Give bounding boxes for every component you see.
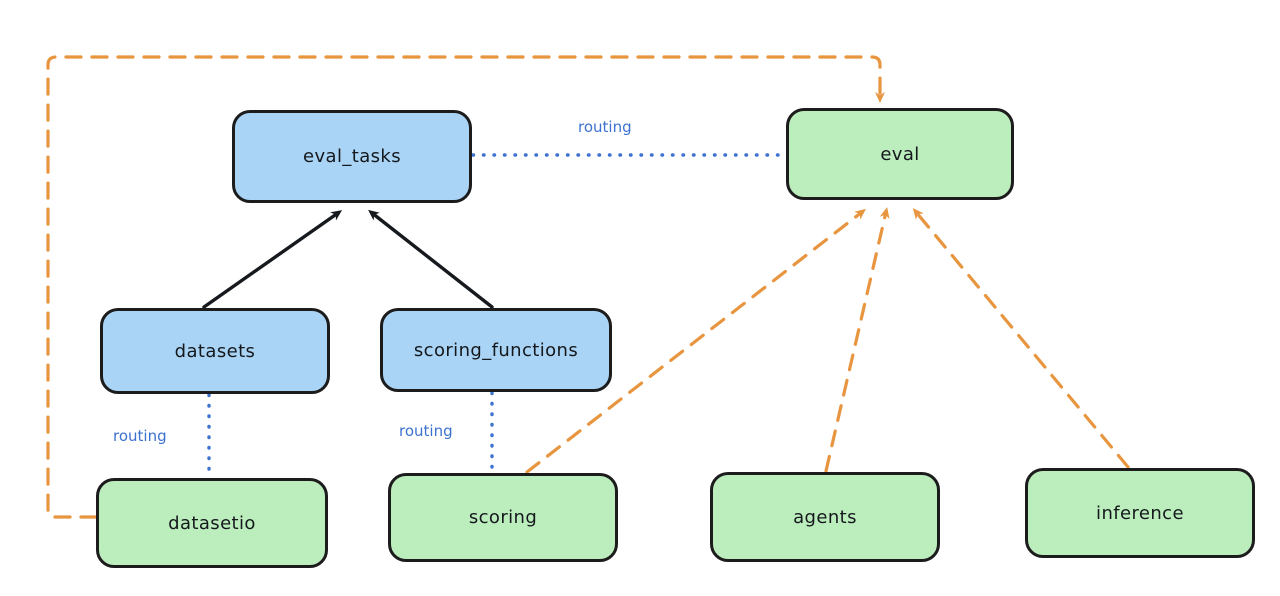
edge-agents-eval <box>824 207 890 473</box>
node-label-datasets: datasets <box>174 340 256 362</box>
edge-datasets-eval-tasks <box>202 210 343 309</box>
node-eval-tasks[interactable]: eval_tasks <box>232 110 472 203</box>
edge-datasetio-eval <box>46 55 885 519</box>
node-datasets[interactable]: datasets <box>100 308 330 394</box>
node-label-inference: inference <box>1096 502 1184 524</box>
edge-label-scoring-functions-scoring: routing <box>399 422 453 440</box>
node-label-scoring: scoring <box>468 507 538 528</box>
node-scoring[interactable]: scoring <box>388 473 618 562</box>
node-label-eval: eval <box>880 143 920 165</box>
edge-scoring-eval <box>525 208 866 474</box>
node-label-scoring-functions: scoring_functions <box>413 339 579 361</box>
node-agents[interactable]: agents <box>710 472 940 562</box>
edge-scoring-functions-eval-tasks <box>368 209 494 309</box>
node-label-eval-tasks: eval_tasks <box>302 146 402 167</box>
node-scoring-functions[interactable]: scoring_functions <box>380 308 612 392</box>
node-datasetio[interactable]: datasetio <box>96 478 328 568</box>
edge-label-datasets-datasetio: routing <box>113 427 167 445</box>
node-inference[interactable]: inference <box>1025 468 1255 558</box>
node-label-agents: agents <box>793 506 857 528</box>
node-eval[interactable]: eval <box>786 108 1014 200</box>
edge-label-eval-tasks-eval: routing <box>578 118 632 136</box>
node-label-datasetio: datasetio <box>168 512 256 534</box>
edge-inference-eval <box>912 208 1130 469</box>
